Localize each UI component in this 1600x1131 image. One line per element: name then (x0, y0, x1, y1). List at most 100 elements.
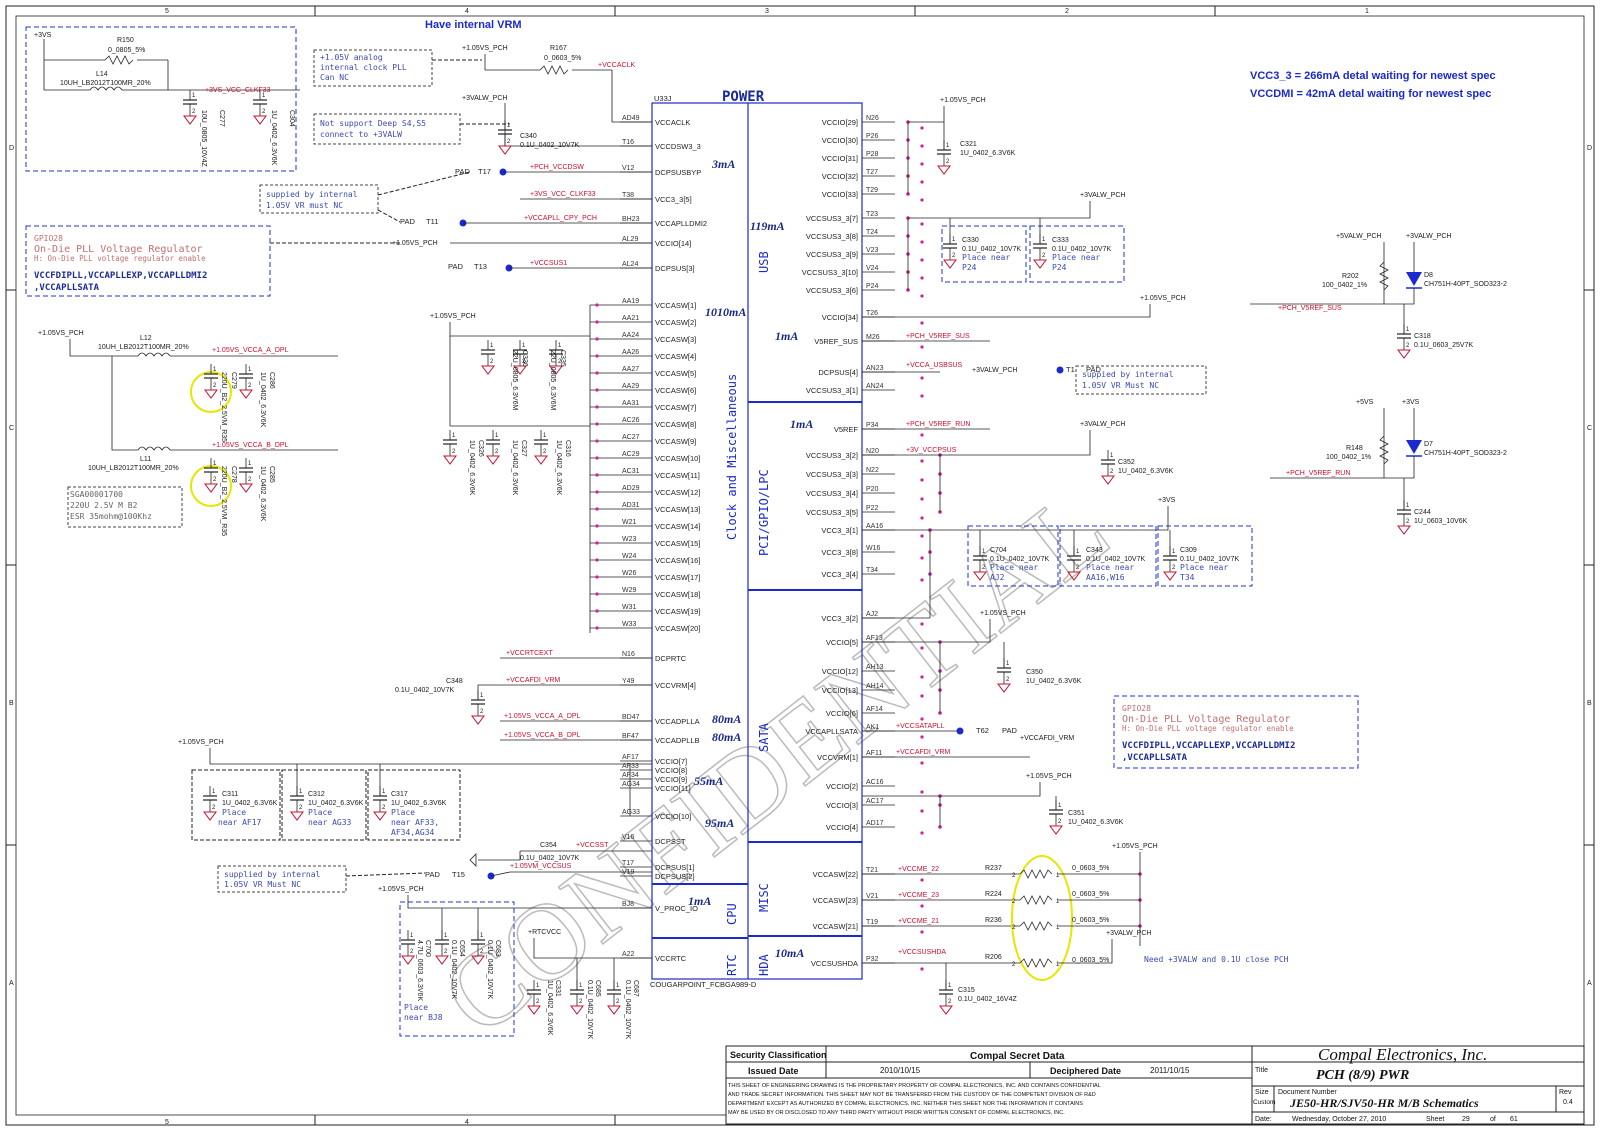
chip-pin-ball: T34 (866, 567, 878, 574)
chip-pin-name: VCCSUS3_3[3] (806, 470, 858, 479)
pin-number: 1 (1172, 549, 1176, 555)
chip-pin-ball: AD29 (622, 485, 640, 492)
c351-val: 1U_0402_6.3V6K (1068, 819, 1124, 826)
ground-symbol (1397, 525, 1411, 535)
chip-pin-name: VCCIO[7] (655, 757, 687, 766)
pin-number: 1 (558, 343, 562, 349)
net-pch-v5ref-sus-l: +PCH_V5REF_SUS (906, 333, 970, 340)
gpio28-left-vcc1: VCCFDIPLL,VCCAPLLEXP,VCCAPLLDMI2 (34, 271, 207, 281)
net-3valw-sus3: +3VALW_PCH (1080, 421, 1125, 428)
chip-pin-name: V5REF (834, 425, 859, 434)
pin-number: 2 (248, 383, 252, 389)
net-junction (920, 556, 924, 560)
chip-pin-name: DCPSST (655, 837, 686, 846)
c331-val: 1U_0402_6.3V6K (546, 980, 553, 1036)
net-pch-v5ref-sus-r: +PCH_V5REF_SUS (1278, 305, 1342, 312)
pin-number: 1 (982, 549, 986, 555)
ground-symbol (253, 115, 267, 125)
pin-number: 1 (382, 789, 386, 795)
l11-val: 10UH_LB2012T100MR_20% (88, 465, 179, 472)
chip-pin-ball: BF47 (622, 733, 639, 740)
chip-pin-ball: AA16 (866, 523, 883, 530)
chip-pin-name: VCCIO[2] (826, 782, 858, 791)
tb-deciphered-value: 2011/10/15 (1150, 1066, 1190, 1075)
pin-number: 2 (480, 709, 484, 715)
chip-pin-name: V5REF_SUS (814, 337, 858, 346)
gpio28-right-title: GPIO28 (1122, 704, 1151, 713)
place-af33-1: Place (391, 808, 415, 817)
chip-pin-name: VCCSUS3_3[10] (802, 268, 858, 277)
c304-ref: C304 (288, 110, 295, 127)
pin-number: 2 (480, 949, 484, 955)
chip-pin-ball: T27 (866, 169, 878, 176)
c244-val: 1U_0603_10V6K (1414, 518, 1468, 525)
chip-pin-name: DCPSUS[1] (655, 863, 695, 872)
gpio28-note-right: GPIO28 On-Die PLL Voltage Regulator H: O… (1113, 695, 1359, 769)
d7-val: CH751H-40PT_SOD323-2 (1424, 450, 1507, 457)
net-junction (595, 524, 599, 528)
net-vccme-22: +VCCME_22 (898, 866, 939, 873)
chip-pin-ball: AA21 (622, 315, 639, 322)
chip-pin-ball: V12 (622, 165, 635, 172)
net-vcca-b-dpl: +1.05VS_VCCA_B_DPL (212, 442, 289, 449)
pin-number: 1 (444, 933, 448, 939)
chip-pin-ball: AC29 (622, 451, 640, 458)
chip-pin-name: VCCVRM[1] (817, 753, 858, 762)
chip-pin-name: VCCIO[30] (822, 136, 858, 145)
chip-pin-name: VCCADPLLB (655, 736, 700, 745)
c285-val: 1U_0402_6.3V6K (259, 466, 266, 522)
pin-number: 2 (616, 999, 620, 1005)
chip-pin-ball: V24 (866, 265, 879, 272)
border-letter-left: C (9, 425, 14, 432)
current-1010ma: 1010mA (705, 305, 746, 319)
pin-number: 1 (952, 237, 956, 243)
c316-cap: 12 (534, 430, 548, 465)
tb-of-value: 61 (1510, 1116, 1518, 1123)
net-junction (595, 422, 599, 426)
chip-pin-name: VCCASW[6] (655, 386, 696, 395)
chip-pin-name: DCPSUS[4] (818, 368, 858, 377)
c336-cap: 12 (513, 340, 527, 375)
chip-pin-ball: N26 (866, 115, 879, 122)
c326-val: 1U_0402_6.3V6K (468, 440, 475, 496)
r167-val: 0_0603_5% (544, 55, 581, 62)
pin-number: 2 (192, 109, 196, 115)
pin-number: 1 (948, 983, 952, 989)
chip-pin-ball: T38 (622, 192, 634, 199)
pin-number: 2 (490, 359, 494, 365)
chip-pin-name: VCCIO[10] (655, 812, 691, 821)
place-p24a-2: P24 (962, 263, 977, 272)
chip-pin-name: VCCASW[7] (655, 403, 696, 412)
c311-ref: C311 (222, 791, 238, 798)
c352-ref: C352 (1118, 459, 1135, 466)
place-af17-1: Place (222, 808, 246, 817)
chip-pin-ball: AL24 (622, 261, 638, 268)
border-number-top: 3 (765, 8, 769, 15)
chip-pin-name: VCCSUS3_3[4] (806, 489, 858, 498)
pin-number: 2 (1406, 519, 1410, 525)
pin-number: 1 (616, 983, 620, 989)
net-3vs-vcc33: +3VS (1158, 497, 1176, 504)
pin-number: 1 (213, 461, 217, 467)
pad-t17: PAD T17 +PCH_VCCDSW +3VS_VCC_CLKF33 (455, 164, 652, 200)
pin-number: 2 (1110, 469, 1114, 475)
net-junction (595, 371, 599, 375)
r150-ref: R150 (117, 37, 134, 44)
c327-val: 1U_0402_6.3V6K (511, 440, 518, 496)
pin-number: 1 (1056, 873, 1060, 879)
ground-symbol (471, 715, 485, 725)
chip-pin-ball: AC26 (622, 417, 640, 424)
chip-pin-name: VCCIO[12] (822, 667, 858, 676)
chip-pin-name: VCCIO[14] (655, 239, 691, 248)
border-letter-right: D (1587, 145, 1592, 152)
chip-pin-ball: N22 (866, 467, 879, 474)
pin-number: 2 (536, 999, 540, 1005)
l11-ref: L11 (140, 456, 151, 463)
chip-pin-name: VCCASW[9] (655, 437, 696, 446)
chip-pin-ball: AF14 (866, 706, 883, 713)
net-vccafdi-vrm: +VCCAFDI_VRM (506, 677, 560, 684)
c321-ref: C321 (960, 141, 977, 148)
border-letter-left: B (9, 700, 14, 707)
pin-number: 1 (480, 693, 484, 699)
c315-ref: C315 (958, 987, 975, 994)
